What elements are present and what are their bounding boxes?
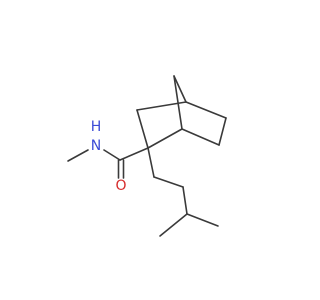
bond-carbonyl-carbon-n <box>103 149 121 161</box>
bond-c6-bridgehead1 <box>181 128 220 146</box>
molecule-structure-diagram: H N O <box>67 75 227 237</box>
bond-c2-carbonyl-carbon <box>119 147 149 161</box>
bond-chain3-methyl-left <box>159 213 188 237</box>
bond-bridgehead1-c7 <box>173 75 183 130</box>
bond-n-methyl <box>67 149 89 162</box>
bond-chain1-chain2 <box>153 176 184 188</box>
amide-hydrogen-label: H <box>91 119 102 135</box>
bond-chain3-methyl-right <box>186 213 219 227</box>
amide-nitrogen-label: N <box>91 138 101 154</box>
carbonyl-oxygen-label: O <box>115 178 126 194</box>
bond-bridgehead4-c5 <box>185 101 227 119</box>
bond-bridgehead1-c2 <box>147 128 183 149</box>
bond-chain2-chain3 <box>182 186 188 215</box>
bond-c2-chain1 <box>147 147 155 178</box>
bond-c2-c3 <box>136 109 149 149</box>
bond-c5-c6 <box>218 117 227 146</box>
bond-c7-bridgehead4 <box>173 75 187 103</box>
